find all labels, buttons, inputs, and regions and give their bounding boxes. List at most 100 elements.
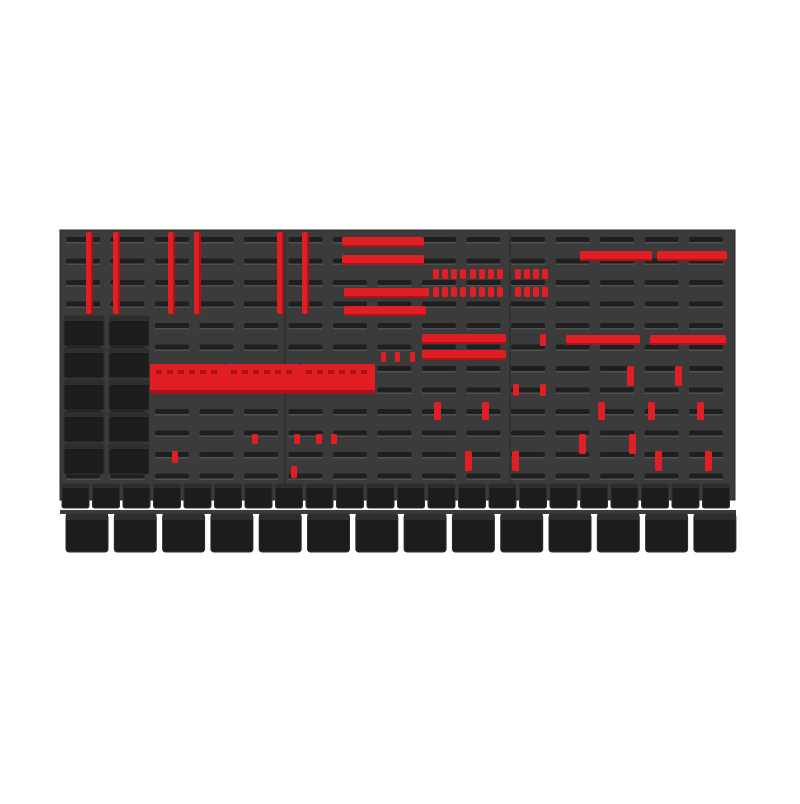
small-bin-rim	[397, 484, 425, 488]
small-bin-rim	[275, 484, 303, 488]
small-bin-rim	[672, 484, 699, 488]
pegboard-slot	[644, 366, 679, 371]
pegboard-slot	[511, 430, 545, 436]
red-hook	[172, 451, 178, 463]
pegboard-slot-edge	[110, 242, 145, 244]
pegboard-slot-edge	[644, 349, 679, 351]
pegboard-slot-edge	[689, 478, 723, 480]
small-bin-rim	[550, 484, 577, 488]
red-hook	[410, 352, 415, 362]
stacked-bin-rim	[109, 380, 149, 385]
pegboard-slot-edge	[244, 328, 278, 330]
pegboard-slot	[199, 237, 234, 242]
pegboard-slot	[288, 344, 323, 350]
pegboard-slot-edge	[422, 306, 456, 308]
pegboard-slot-edge	[511, 328, 545, 330]
red-hook	[515, 269, 521, 279]
pegboard-slot	[333, 344, 367, 350]
pegboard-slot-edge	[244, 306, 278, 308]
red-tray-hole	[306, 370, 312, 374]
pegboard-slot	[155, 473, 189, 479]
pegboard-slot	[600, 452, 634, 457]
pegboard-slot-edge	[110, 263, 145, 265]
pegboard-slot-edge	[110, 285, 145, 287]
small-bin-rim	[153, 484, 181, 488]
pegboard-slot-edge	[689, 392, 723, 394]
pegboard-slot-edge	[288, 328, 323, 330]
pegboard-slot-edge	[377, 435, 412, 437]
red-hook	[291, 466, 297, 478]
pegboard-slot-edge	[466, 478, 501, 480]
red-hook	[705, 451, 712, 471]
red-hook	[488, 287, 494, 297]
pegboard-slot	[288, 452, 323, 457]
pegboard-slot	[422, 237, 456, 242]
pegboard-slot-edge	[466, 392, 501, 394]
pegboard-slot	[644, 430, 679, 436]
pegboard-slot	[555, 301, 590, 307]
pegboard-slot-edge	[377, 457, 412, 459]
pegboard-slot-edge	[333, 457, 367, 459]
pegboard-slot-edge	[644, 371, 679, 373]
small-bin-rim	[367, 484, 394, 488]
pegboard-slot	[199, 280, 234, 285]
pegboard-slot-edge	[555, 435, 590, 437]
red-tray-hole	[361, 370, 367, 374]
pegboard-slot	[422, 344, 456, 350]
small-bin-rim	[580, 484, 608, 488]
pegboard-slot-edge	[244, 285, 278, 287]
small-bin-rim	[336, 484, 364, 488]
pegboard-slot-edge	[466, 285, 501, 287]
pegboard-slot-edge	[466, 263, 501, 265]
pegboard-slot	[377, 430, 412, 436]
pegboard-slot	[466, 237, 501, 242]
pegboard-slot	[110, 473, 145, 479]
pegboard-slot	[199, 409, 234, 414]
pegboard-slot	[155, 323, 189, 328]
pegboard-slot	[511, 258, 545, 264]
pegboard-slot	[244, 452, 278, 457]
pegboard-slot	[377, 366, 412, 371]
pegboard-slot	[66, 280, 100, 285]
stacked-bin-rim	[109, 348, 149, 353]
red-tray-hole	[264, 370, 270, 374]
red-hook	[533, 287, 539, 297]
pegboard-slot	[511, 237, 545, 242]
pegboard-slot	[244, 473, 278, 479]
stacked-bin-rim	[109, 316, 149, 321]
pegboard-slot	[555, 237, 590, 242]
red-tray	[300, 364, 375, 394]
pegboard-slot	[199, 430, 234, 436]
pegboard-slot	[600, 323, 634, 328]
red-hook	[488, 269, 494, 279]
pegboard-slot-edge	[66, 478, 100, 480]
pegboard-slot	[689, 430, 723, 436]
pegboard-slot	[600, 280, 634, 285]
pegboard-slot-edge	[155, 435, 189, 437]
pegboard-slot-edge	[600, 414, 634, 416]
pegboard-slot-edge	[511, 371, 545, 373]
pegboard-slot	[199, 301, 234, 307]
pegboard-slot	[689, 344, 723, 350]
red-rail-shadow	[173, 232, 175, 314]
large-bin-rim	[452, 514, 495, 520]
pegboard-slot-edge	[422, 478, 456, 480]
pegboard-slot-edge	[199, 306, 234, 308]
pegboard-slot-edge	[644, 414, 679, 416]
red-tray-lip	[150, 390, 225, 394]
pegboard-slot	[600, 409, 634, 414]
red-hook	[433, 269, 439, 279]
red-hook	[442, 287, 448, 297]
pegboard-slot	[466, 387, 501, 393]
small-bin-rim	[428, 484, 455, 488]
pegboard-slot-edge	[199, 414, 234, 416]
red-tray-hole	[317, 370, 323, 374]
pegboard-slot	[377, 387, 412, 393]
bin-rail	[60, 510, 736, 514]
pegboard-slot	[244, 301, 278, 307]
pegboard-slot-edge	[377, 285, 412, 287]
small-bin-rim	[184, 484, 211, 488]
pegboard-slot-edge	[244, 457, 278, 459]
pegboard-slot	[466, 323, 501, 328]
pegboard-slot	[600, 237, 634, 242]
